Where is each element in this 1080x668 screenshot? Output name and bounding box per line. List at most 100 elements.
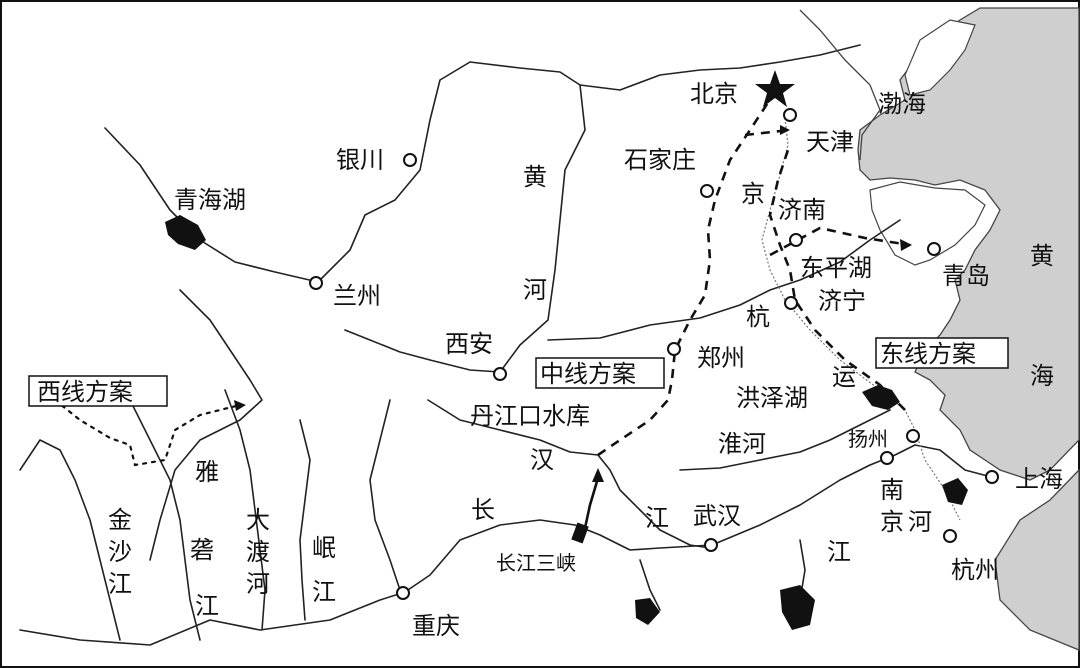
chongqing-label: 重庆 <box>412 612 460 640</box>
jinghang-char-1: 京 <box>741 180 765 208</box>
han-char-1: 汉 <box>530 446 554 474</box>
huanghe-char-1: 黄 <box>523 163 547 191</box>
hongze-lake <box>862 385 900 410</box>
shandong-peninsula <box>869 181 986 266</box>
bohai-coast <box>799 9 881 161</box>
tianjin-marker <box>783 108 797 122</box>
yalong-river <box>129 399 201 641</box>
jining-label: 济宁 <box>818 287 866 315</box>
liaodong-peninsula <box>904 19 976 96</box>
bohai-label: 渤海 <box>878 90 926 118</box>
yangzhou-marker <box>906 429 920 443</box>
west-route-label: 西线方案 <box>37 378 133 406</box>
changjiang-3-char-1: 江 <box>827 538 851 566</box>
tai-lake <box>942 478 968 505</box>
chongqing-marker <box>396 586 410 600</box>
jinghang-char-2: 杭 <box>746 303 770 331</box>
wuhan-marker <box>704 538 718 552</box>
middle-route-label: 中线方案 <box>540 360 636 388</box>
xian-marker <box>493 367 507 381</box>
yalong-char-2: 砻 <box>190 536 214 564</box>
qinghai-lake <box>165 215 206 250</box>
hangzhou-label: 杭州 <box>951 556 999 584</box>
lanzhou-label: 兰州 <box>333 282 381 310</box>
yellow-river-north <box>579 44 861 91</box>
han-river <box>427 399 711 549</box>
dongping-lake-label: 东平湖 <box>800 254 872 282</box>
huanghai-label-1: 黄 <box>1030 242 1054 270</box>
dadu-char-3: 河 <box>246 570 270 598</box>
huaihe-label: 淮河 <box>718 430 766 458</box>
middle-route-line <box>597 91 777 457</box>
jinsha-char-2: 沙 <box>108 538 132 566</box>
huanghai-label-2: 海 <box>1030 362 1054 390</box>
nanjing-he-char-2: 京 <box>880 508 904 536</box>
jinsha-char-3: 江 <box>108 570 132 598</box>
poyang-lake <box>780 585 815 630</box>
min-char-2: 江 <box>312 578 336 606</box>
east-route-label: 东线方案 <box>880 340 976 368</box>
changjiang-1-char-1: 长 <box>471 496 495 524</box>
zhengzhou-label: 郑州 <box>697 344 745 372</box>
three-gorges-arrow <box>583 477 600 529</box>
danjiangkou-label: 丹江口水库 <box>470 402 590 430</box>
tianjin-label: 天津 <box>806 128 854 156</box>
beijing-label: 北京 <box>690 80 738 108</box>
qingdao-marker <box>927 242 941 256</box>
sea-area <box>857 7 1080 651</box>
jining-marker <box>784 296 798 310</box>
hangzhou-marker <box>943 529 957 543</box>
three-gorges-dam <box>571 522 589 544</box>
shijiazhuang-label: 石家庄 <box>624 146 696 174</box>
west-route-arrow-head <box>234 400 246 411</box>
tributary-west <box>149 289 263 561</box>
yangzhou-label: 扬州 <box>848 427 888 451</box>
three-gorges-label: 长江三峡 <box>496 551 576 575</box>
tianjin-arrow-head <box>780 125 790 135</box>
dadu-char-2: 渡 <box>246 538 270 566</box>
dadu-char-1: 大 <box>246 506 270 534</box>
hongze-lake-label: 洪泽湖 <box>736 384 808 412</box>
jialing-river <box>369 399 401 591</box>
dadu-river <box>224 389 266 631</box>
shanghai-marker <box>985 470 999 484</box>
city-markers <box>309 108 999 600</box>
min-river <box>299 419 311 621</box>
lanzhou-marker <box>309 276 323 290</box>
east-route-box <box>875 337 1009 369</box>
nanjing-he-char-3: 河 <box>908 508 932 536</box>
nanjing-marker <box>880 451 894 465</box>
yellow-river <box>104 61 901 373</box>
huai-river <box>679 409 891 471</box>
yalong-char-1: 雅 <box>195 458 219 486</box>
east-route-line <box>768 149 906 411</box>
changjiang-2-char-1: 江 <box>645 504 669 532</box>
beijing-star-icon <box>755 70 795 107</box>
wuhan-label: 武汉 <box>693 502 741 530</box>
nanjing-he-char-1: 南 <box>880 476 904 504</box>
huanghe-char-2: 河 <box>523 276 547 304</box>
grand-canal <box>761 117 961 521</box>
xian-label: 西安 <box>445 330 493 358</box>
east-sea-area <box>994 468 1080 651</box>
shijiazhuang-marker <box>700 184 714 198</box>
jinan-label: 济南 <box>778 196 826 224</box>
yinchuan-label: 银川 <box>336 146 384 174</box>
middle-route-box <box>535 357 665 389</box>
qingdao-arrow-head <box>900 239 912 251</box>
yellow-sea-area <box>857 7 1080 481</box>
three-gorges-arrow-head <box>592 468 604 482</box>
yalong-char-3: 江 <box>195 592 219 620</box>
jinsha-river <box>19 439 121 641</box>
yinchuan-marker <box>403 153 417 167</box>
qingdao-label: 青岛 <box>942 262 990 290</box>
qinghai-lake-label: 青海湖 <box>174 186 246 214</box>
shanghai-label: 上海 <box>1015 465 1063 493</box>
west-route-line <box>53 398 242 467</box>
jinghang-char-3: 运 <box>832 363 856 391</box>
southern-tributary-1 <box>639 559 661 611</box>
zhengzhou-marker <box>667 342 681 356</box>
jinsha-char-1: 金 <box>108 506 132 534</box>
west-route-box <box>28 375 168 407</box>
